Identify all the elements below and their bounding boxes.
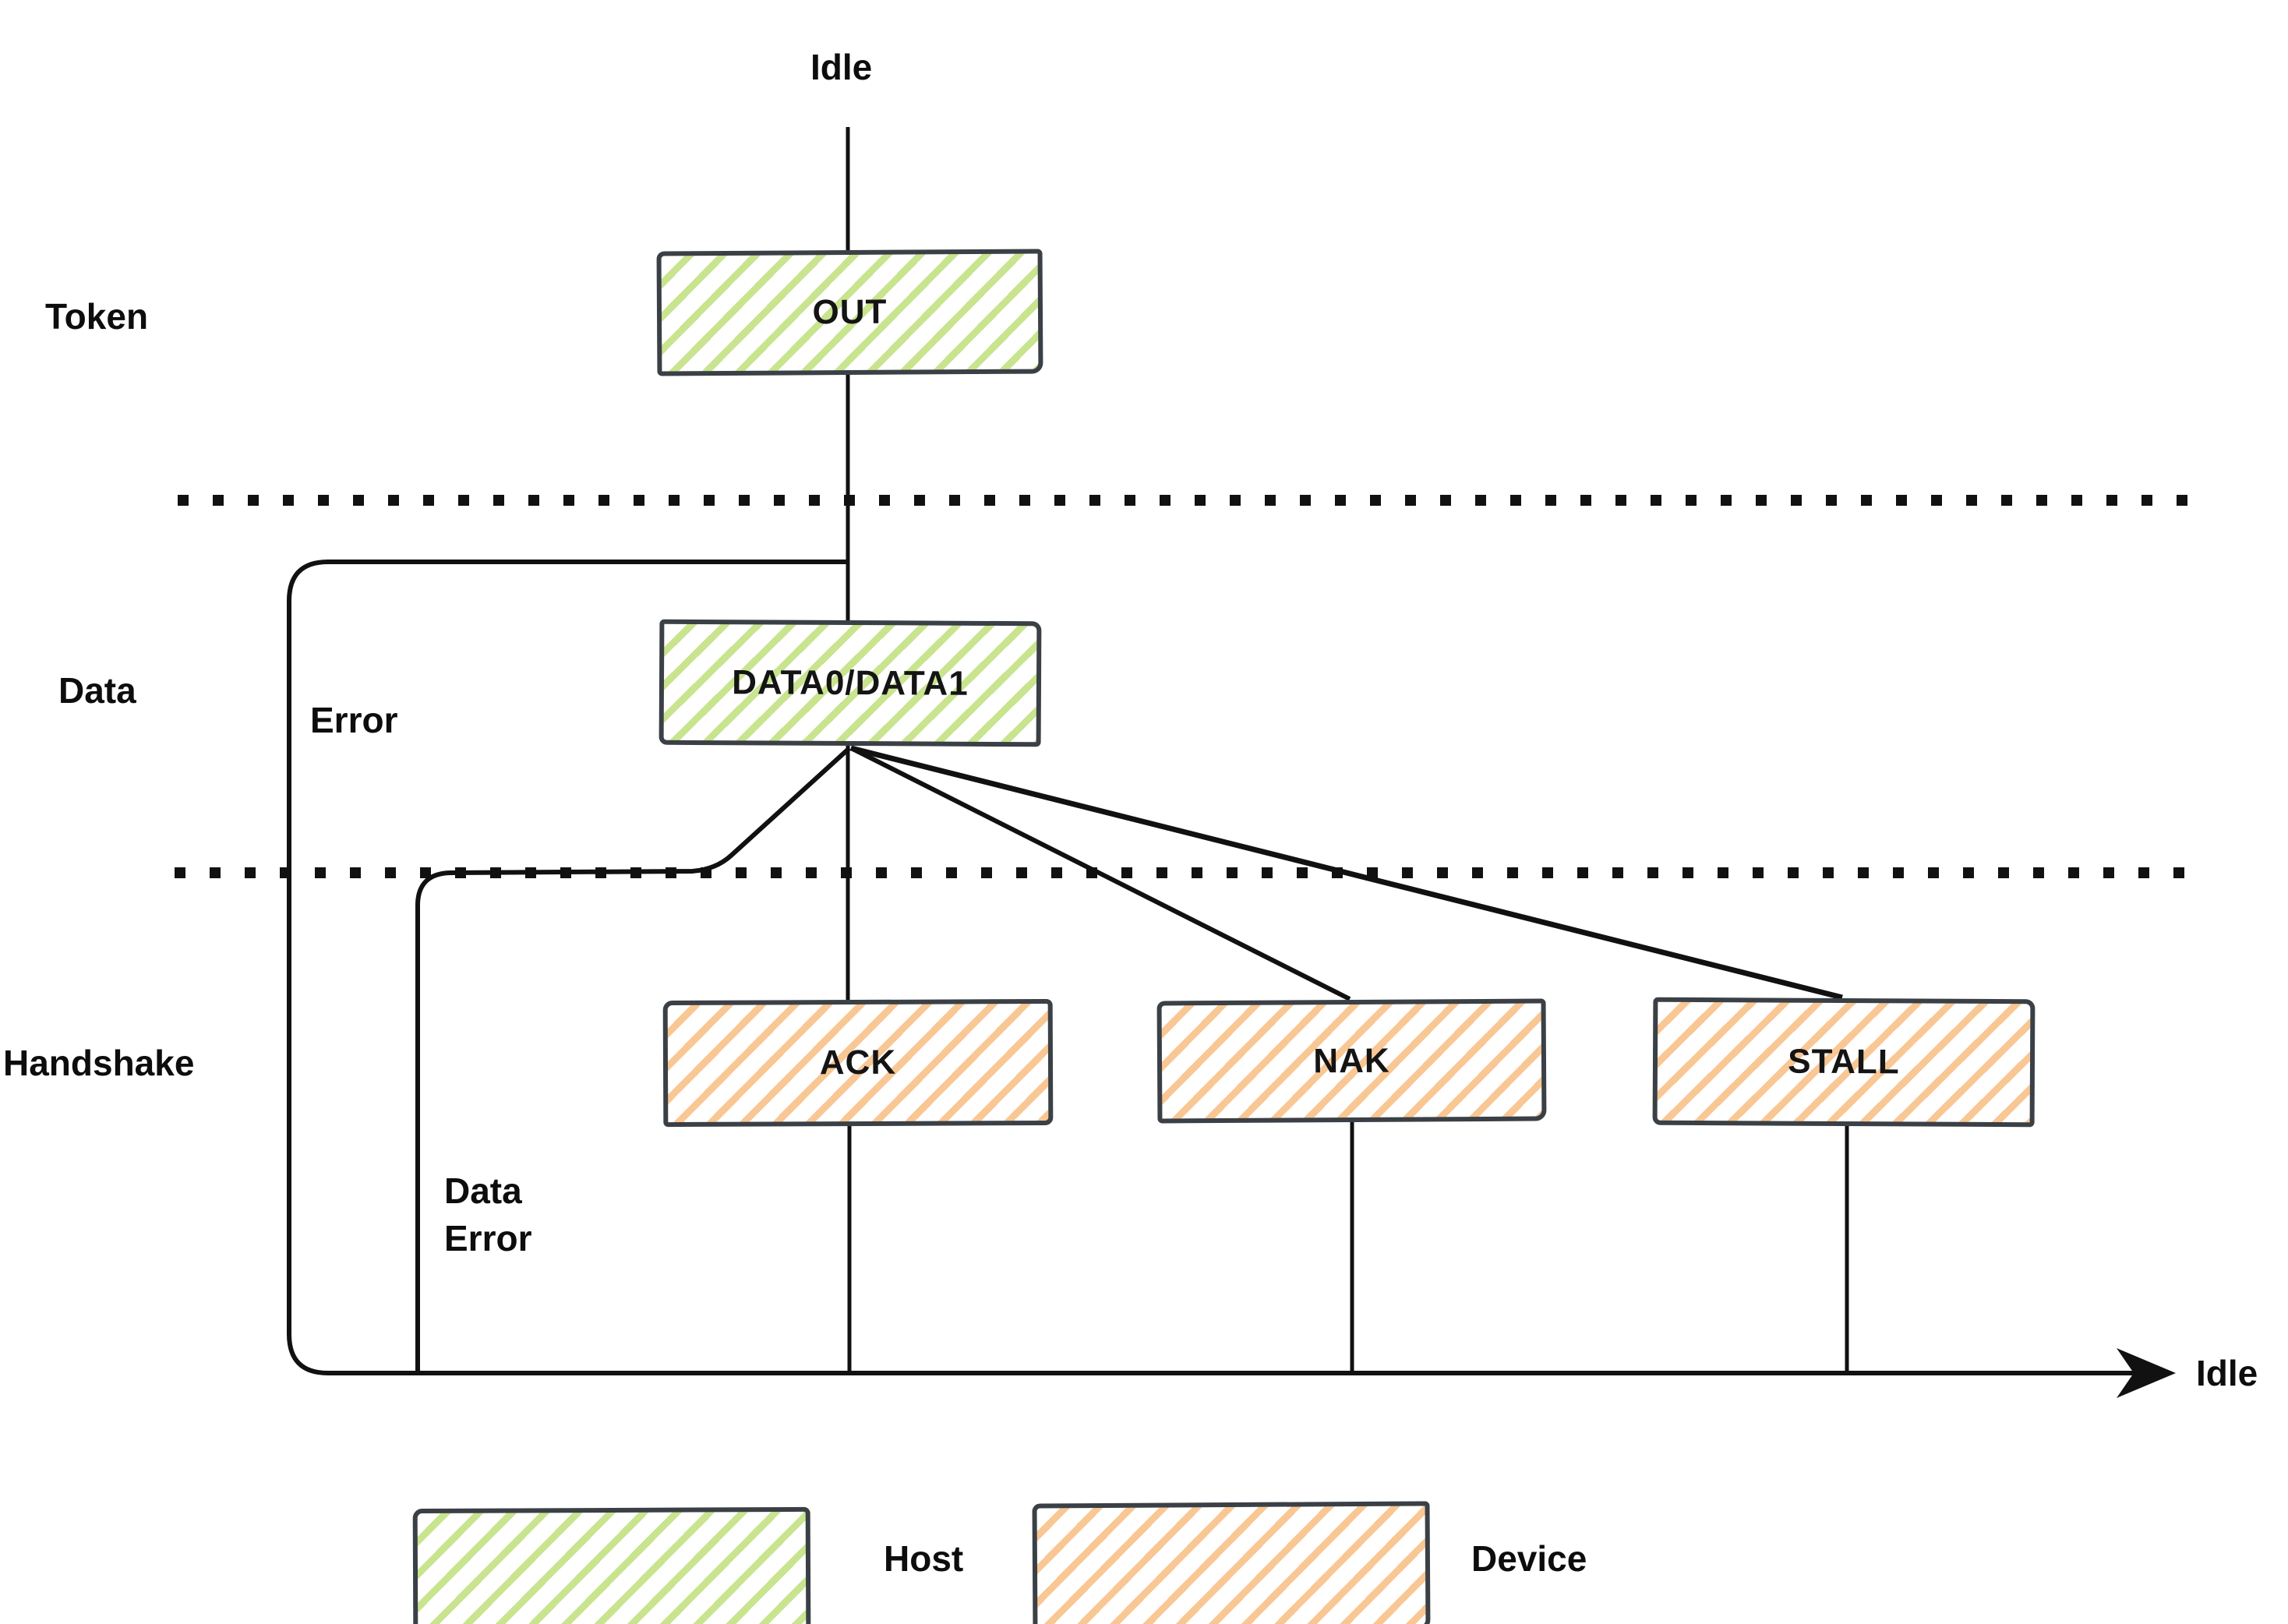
legend-device-swatch (1032, 1501, 1431, 1624)
node-nak: NAK (1156, 998, 1547, 1124)
legend-host-swatch (412, 1506, 811, 1624)
edge-data-to-stall (850, 745, 1843, 1001)
phase-label-handshake: Handshake (3, 1043, 195, 1083)
idle-end-label: Idle (2196, 1353, 2258, 1393)
idle-start-label: Idle (810, 47, 873, 87)
node-nak-label: NAK (1313, 1041, 1390, 1080)
phase-label-token: Token (45, 296, 149, 337)
edge-error-loop-and-idle-line (287, 560, 2159, 1375)
edge-data-error-loop (415, 746, 852, 1373)
edge-data-to-nak (849, 746, 1351, 1001)
phase-label-data: Data (58, 670, 136, 711)
legend-device-label: Device (1471, 1538, 1587, 1579)
legend-host-label: Host (884, 1538, 964, 1579)
data-error-line2: Error (444, 1217, 532, 1259)
node-out: OUT (656, 249, 1043, 376)
data-error-line1: Data (444, 1170, 522, 1211)
idle-arrowhead (2117, 1348, 2176, 1398)
error-edge-label: Error (310, 700, 398, 740)
node-ack: ACK (662, 998, 1054, 1128)
node-data0-data1-label: DATA0/DATA1 (732, 662, 969, 703)
data-error-edge-label: Data Error (444, 1167, 531, 1262)
node-stall: STALL (1652, 997, 2036, 1128)
node-out-label: OUT (812, 292, 888, 332)
node-stall-label: STALL (1788, 1042, 1900, 1082)
node-ack-label: ACK (819, 1043, 897, 1082)
node-data0-data1: DATA0/DATA1 (659, 619, 1042, 747)
